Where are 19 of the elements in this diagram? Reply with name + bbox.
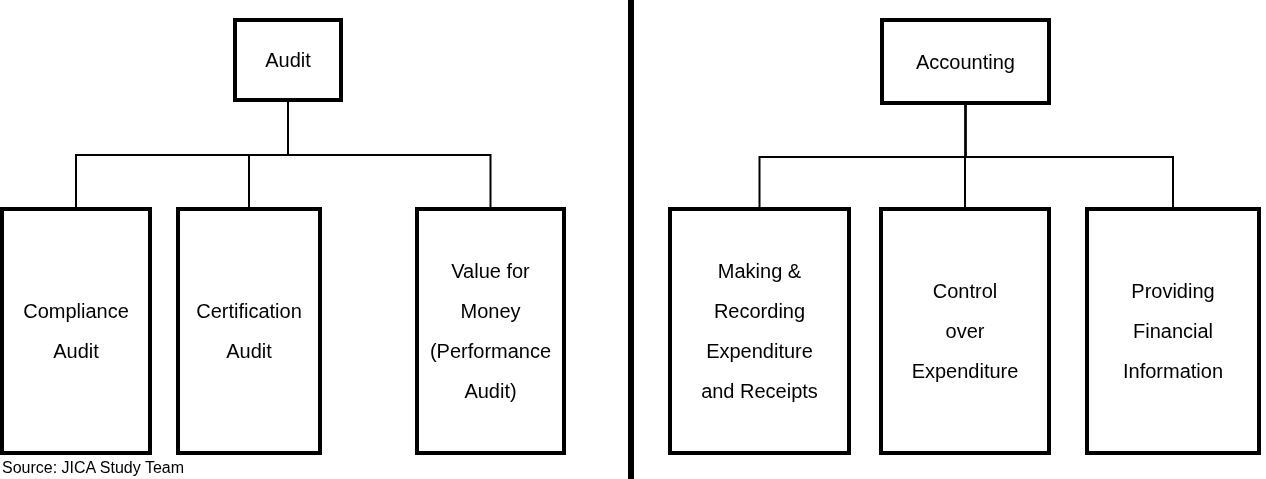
connector-line: [287, 101, 492, 208]
connector-line: [964, 104, 1174, 208]
process-box: [668, 207, 851, 455]
process-box: [176, 207, 322, 455]
process-box: [879, 207, 1051, 455]
process-box: [880, 18, 1051, 105]
box-label: Certification Audit: [195, 299, 303, 364]
box-label: Making & Recording Expenditure and Receipts: [700, 259, 819, 404]
source-note: Source: JICA Study Team: [2, 458, 184, 478]
box-label: Audit: [265, 48, 311, 73]
box-label: Control over Expenditure: [911, 279, 1019, 384]
box-label: Providing Financial Information: [1121, 279, 1225, 384]
process-box: [1085, 207, 1261, 455]
box-label: Accounting: [916, 49, 1015, 75]
process-box: [0, 207, 152, 455]
process-box: [415, 207, 566, 455]
process-box: [233, 18, 343, 102]
box-label: Compliance Audit: [22, 299, 130, 364]
box-label: Value for Money (Performance Audit): [428, 259, 553, 404]
